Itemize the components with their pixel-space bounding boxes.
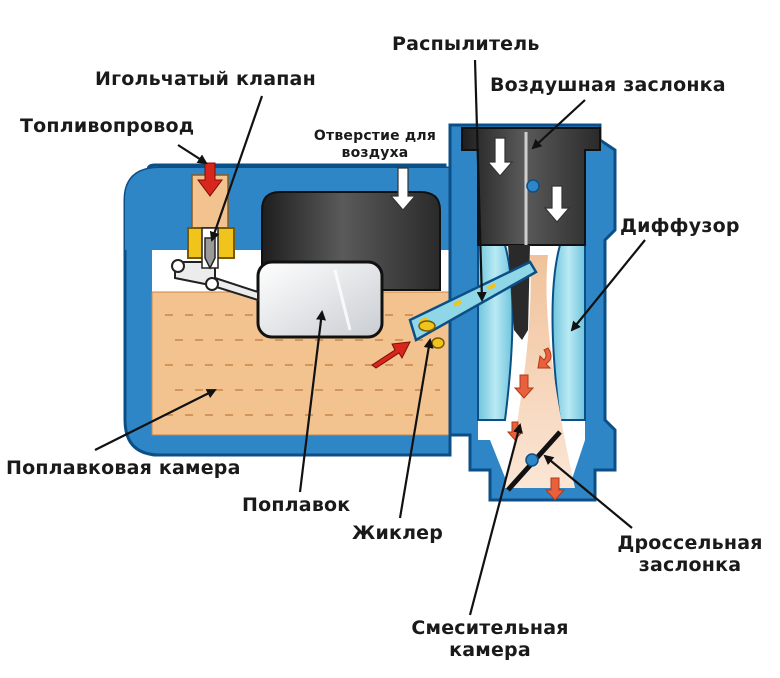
air-inflow-arrow-right [543, 185, 571, 223]
leader-float [298, 310, 326, 493]
leader-choke [531, 99, 586, 150]
label-mixing-chamber-line2: камера [449, 639, 531, 661]
jet-tube [408, 260, 538, 349]
label-fuel-line: Топливопровод [20, 115, 195, 137]
leader-sprayer [473, 59, 487, 302]
label-throttle: Дроссельная заслонка [605, 532, 775, 576]
leader-fuel-line [177, 144, 208, 165]
fuel-inflow-arrow [197, 162, 223, 197]
label-mixing-chamber: Смесительная камера [385, 617, 595, 661]
air-inflow-arrow-left [486, 137, 514, 177]
float-lever [171, 259, 259, 302]
label-throttle-line2: заслонка [638, 554, 742, 576]
label-throttle-line1: Дроссельная [617, 532, 763, 554]
leader-mixing-chamber [468, 423, 523, 616]
label-jet: Жиклер [352, 522, 444, 544]
leader-needle-valve [209, 95, 264, 242]
label-needle-valve: Игольчатый клапан [95, 68, 316, 90]
throttle-valve [506, 430, 562, 492]
label-diffuser: Диффузор [620, 215, 740, 237]
label-sprayer: Распылитель [392, 33, 540, 55]
leader-throttle [543, 454, 633, 529]
label-mixing-chamber-line1: Смесительная [411, 617, 569, 639]
leader-diffuser [570, 239, 646, 332]
label-float: Поплавок [242, 494, 351, 516]
leader-jet [398, 338, 434, 519]
leader-float-chamber [94, 389, 217, 451]
label-air-hole-line2: воздуха [341, 145, 409, 161]
air-inflow-arrow-chamber [389, 167, 417, 211]
label-choke: Воздушная заслонка [490, 74, 726, 96]
label-air-hole-line1: Отверстие для [313, 128, 437, 144]
choke-valve [524, 132, 540, 245]
needle-valve [187, 174, 235, 270]
label-air-hole: Отверстие для воздуха [300, 128, 450, 162]
fuel-to-jet-arrow [371, 341, 411, 369]
label-float-chamber: Поплавковая камера [6, 457, 241, 479]
